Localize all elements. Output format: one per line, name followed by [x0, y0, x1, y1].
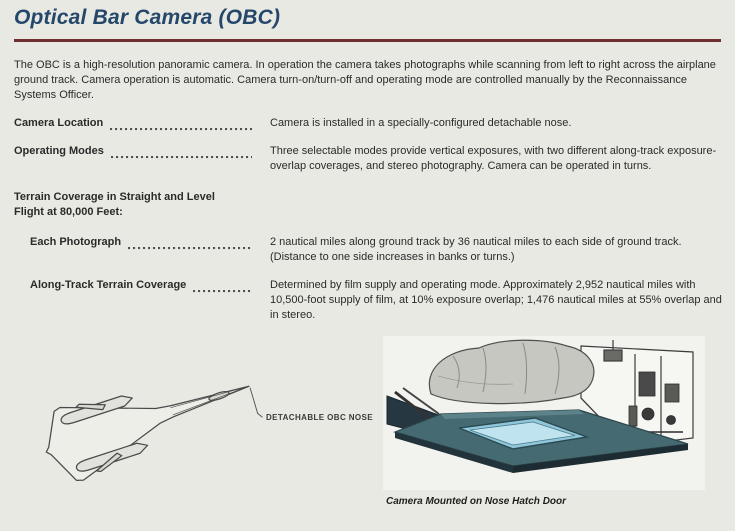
nacelle-left	[60, 395, 133, 425]
spec-row-along-track-coverage: Along-Track Terrain Coverage Determined …	[14, 278, 722, 323]
dot-leader	[128, 238, 252, 250]
dot-leader	[110, 119, 252, 131]
spec-value: Camera is installed in a specially-confi…	[270, 117, 572, 129]
camera-illustration	[383, 336, 705, 490]
illustration-caption: Camera Mounted on Nose Hatch Door	[386, 496, 567, 507]
camera-window	[458, 417, 590, 450]
fin-right	[95, 452, 123, 473]
title-rule	[14, 39, 721, 42]
aircraft-drawing	[10, 358, 340, 487]
dot-leader	[193, 281, 252, 293]
spec-label: Along-Track Terrain Coverage	[30, 279, 187, 291]
dot-leader	[110, 147, 252, 159]
spec-label-cell: Each Photograph	[14, 235, 260, 250]
intro-paragraph: The OBC is a high-resolution panoramic c…	[14, 59, 716, 101]
spec-value: Determined by film supply and operating …	[270, 279, 722, 321]
section-header-terrain-coverage: Terrain Coverage in Straight and Level F…	[14, 191, 215, 218]
spec-label-cell: Operating Modes	[14, 144, 260, 159]
canopy	[208, 391, 230, 401]
camera-shroud	[428, 339, 595, 405]
spec-label: Camera Location	[14, 117, 104, 129]
spec-value: Three selectable modes provide vertical …	[270, 145, 717, 172]
spec-row-camera-location: Camera Location Camera is installed in a…	[14, 116, 722, 131]
detachable-nose-callout: DETACHABLE OBC NOSE	[266, 413, 374, 422]
sr71-line-art-svg	[45, 385, 263, 482]
spec-label: Operating Modes	[14, 145, 104, 157]
page-title: Optical Bar Camera (OBC)	[14, 6, 281, 29]
spec-label-cell: Camera Location	[14, 116, 260, 131]
nose-callout-line	[249, 387, 263, 418]
spec-label-cell: Along-Track Terrain Coverage	[14, 278, 260, 293]
spec-row-each-photograph: Each Photograph 2 nautical miles along g…	[14, 235, 722, 265]
spec-list: Camera Location Camera is installed in a…	[14, 116, 722, 336]
spec-label: Each Photograph	[30, 236, 122, 248]
fin-left	[75, 403, 106, 411]
spec-row-operating-modes: Operating Modes Three selectable modes p…	[14, 144, 722, 174]
spec-value: 2 nautical miles along ground track by 3…	[270, 236, 682, 263]
sr71-planform	[45, 385, 250, 482]
camera-mechanism	[628, 371, 683, 433]
camera-illustration-svg	[383, 336, 705, 490]
